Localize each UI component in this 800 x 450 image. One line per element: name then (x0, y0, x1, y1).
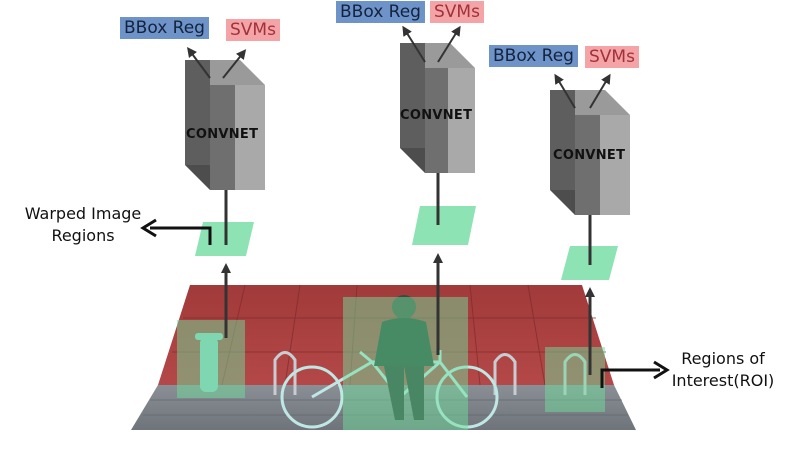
warped-region-2 (412, 206, 476, 245)
roi-region-3 (545, 347, 605, 412)
roi-region-1 (177, 320, 245, 398)
convnet-label-1: CONVNET (186, 127, 259, 142)
warped-annotation-line2: Regions (51, 226, 115, 245)
svms-label-3: SVMs (585, 46, 639, 68)
roi-region-2 (343, 297, 468, 430)
svms-label-2: SVMs (430, 1, 484, 23)
convnet-block-3 (550, 90, 630, 215)
svms-label-1: SVMs (226, 19, 280, 41)
bbox-reg-label-3: BBox Reg (489, 45, 578, 67)
roi-annotation: Regions of Interest(ROI) (668, 348, 778, 392)
warped-regions-annotation: Warped Image Regions (22, 203, 144, 247)
input-image (131, 284, 636, 430)
warped-annotation-line1: Warped Image (24, 204, 142, 223)
convnet-block-1 (185, 60, 265, 190)
pipeline-arrows (221, 160, 595, 375)
annotation-arrows (140, 218, 670, 388)
convnet-label-2: CONVNET (400, 108, 473, 123)
bbox-reg-label-2: BBox Reg (336, 1, 425, 23)
output-arrows (187, 25, 611, 109)
convnet-block-2 (400, 43, 475, 173)
bbox-reg-label-1: BBox Reg (120, 17, 209, 39)
roi-annotation-line1: Regions of (681, 349, 765, 368)
convnet-label-3: CONVNET (553, 148, 626, 163)
roi-annotation-line2: Interest(ROI) (671, 371, 775, 390)
